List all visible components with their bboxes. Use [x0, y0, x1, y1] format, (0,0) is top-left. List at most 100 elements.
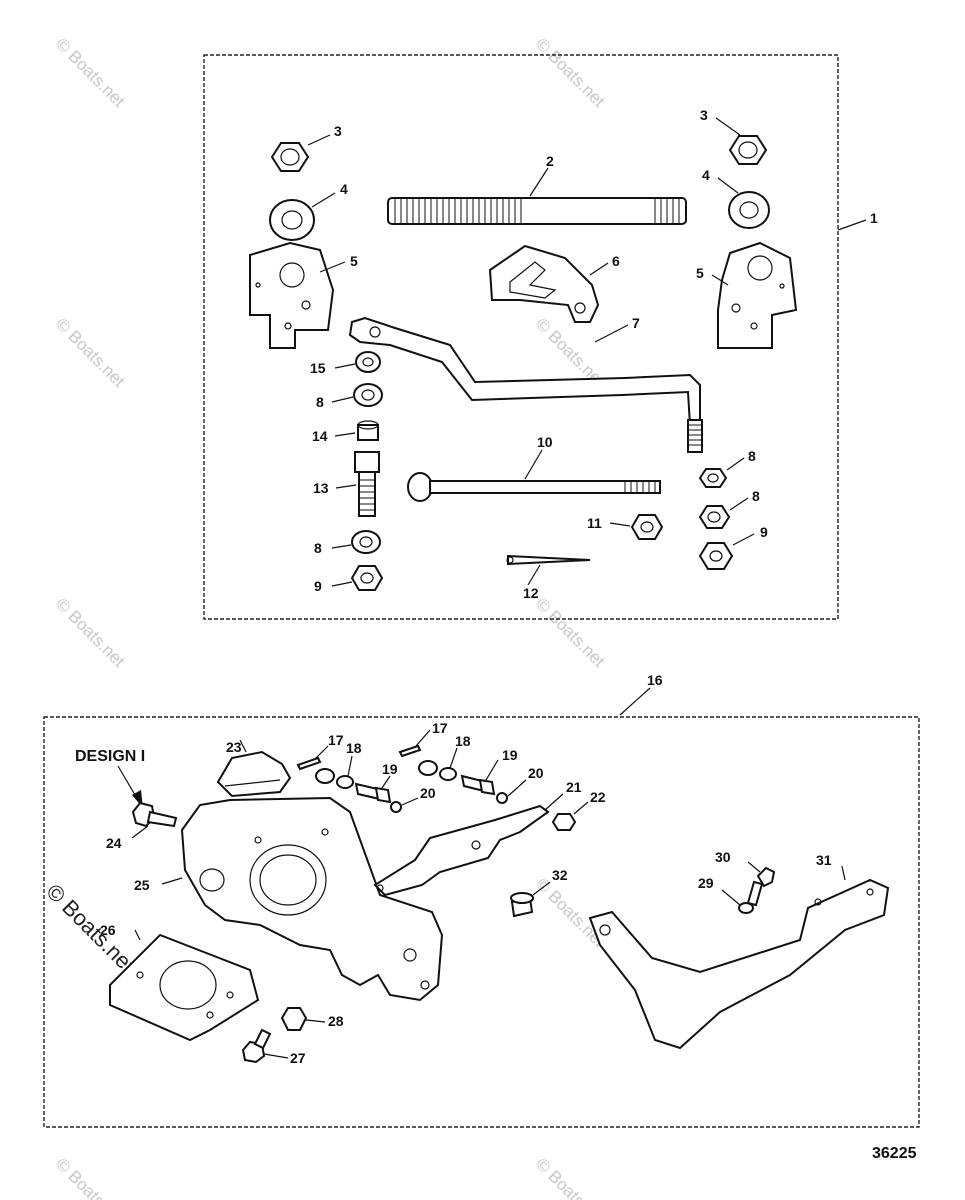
callout-2: 2 [546, 153, 554, 169]
screw-30 [746, 866, 776, 907]
callout-30: 30 [715, 849, 731, 865]
callout-27: 27 [290, 1050, 306, 1066]
callout-17-a: 17 [328, 732, 344, 748]
watermark-text: © Boats.net [532, 34, 609, 111]
watermark-text: © Boats.net [532, 594, 609, 671]
callout-9-right: 9 [760, 524, 768, 540]
hex-nut-right [728, 135, 768, 165]
leader-16 [619, 687, 651, 716]
leader-28 [305, 1019, 326, 1023]
upper-kit-frame [203, 54, 839, 620]
plug-32 [510, 892, 534, 918]
leader-10 [524, 449, 543, 480]
watermark-text: © Boats.net [532, 1154, 609, 1200]
bolt-13 [354, 451, 380, 517]
washer-8-a [353, 383, 383, 407]
leader-5-left [319, 261, 346, 273]
washer-left [269, 199, 315, 241]
callout-1: 1 [870, 210, 878, 226]
washer-8-c [698, 468, 728, 488]
callout-9-left: 9 [314, 578, 322, 594]
leader-32 [532, 881, 551, 896]
callout-13: 13 [313, 480, 329, 496]
leader-4-left [311, 192, 336, 208]
callout-8-d: 8 [752, 488, 760, 504]
leader-3-right [715, 117, 741, 136]
callout-20-a: 20 [420, 785, 436, 801]
callout-15: 15 [310, 360, 326, 376]
washer-29 [738, 902, 754, 914]
support-arm-31 [588, 878, 890, 1050]
leader-29 [721, 889, 741, 906]
callout-10: 10 [537, 434, 553, 450]
nut-20-a [390, 801, 402, 813]
nut-11 [630, 514, 664, 540]
callout-31: 31 [816, 852, 832, 868]
leader-21 [544, 793, 564, 811]
callout-3-left: 3 [334, 123, 342, 139]
design-label: DESIGN I [75, 748, 145, 765]
leader-8-a [331, 396, 354, 403]
screw-17-a [296, 756, 322, 771]
spacer-15 [355, 351, 381, 373]
leader-9-left [331, 581, 353, 587]
lower-kit-frame [43, 716, 920, 1128]
callout-28: 28 [328, 1013, 344, 1029]
callout-3-right: 3 [700, 107, 708, 123]
bolt-27 [241, 1028, 272, 1064]
leader-31 [841, 865, 846, 881]
long-bolt-10 [407, 472, 661, 502]
nut-22 [551, 813, 577, 831]
callout-4-left: 4 [340, 181, 348, 197]
leader-11 [609, 522, 631, 527]
cotter-pin-12 [506, 554, 591, 566]
leader-17-a [315, 745, 329, 759]
callout-18-b: 18 [455, 733, 471, 749]
watermark-text-dark: © Boats.net [41, 879, 140, 978]
leader-5-right [711, 274, 729, 286]
bracket-right [717, 241, 798, 349]
screw-17-b [398, 744, 422, 758]
leader-17-b [415, 729, 431, 747]
callout-6: 6 [612, 253, 620, 269]
grommet-28 [280, 1007, 308, 1031]
leader-15 [334, 363, 356, 369]
bushing-14 [357, 420, 379, 441]
leader-3-left [307, 134, 331, 146]
nut-20-b [496, 792, 508, 804]
callout-19-a: 19 [382, 761, 398, 777]
leader-8-c [726, 457, 745, 471]
leader-30 [747, 861, 761, 873]
callout-26: 26 [100, 922, 116, 938]
leader-9-right [732, 533, 755, 546]
callout-20-b: 20 [528, 765, 544, 781]
callout-5-right: 5 [696, 265, 704, 281]
watermark-text: © Boats.net [52, 34, 129, 111]
stud-19-b [460, 774, 496, 796]
callout-11: 11 [587, 515, 602, 531]
callout-25: 25 [134, 877, 150, 893]
leader-19-b [485, 759, 499, 781]
leader-19-a [381, 775, 391, 789]
washer-18-b [418, 760, 457, 781]
main-bracket-25 [180, 796, 444, 1002]
leader-8-b [331, 544, 352, 549]
leader-25 [161, 877, 183, 885]
leader-7 [594, 324, 629, 343]
leader-4-right [717, 177, 739, 194]
gasket-26 [109, 933, 260, 1042]
callout-22: 22 [590, 789, 606, 805]
leader-12 [527, 564, 541, 586]
stud-19-a [354, 782, 392, 804]
bracket-left [249, 241, 335, 349]
callout-24: 24 [106, 835, 122, 851]
figure-number: 36225 [872, 1145, 917, 1162]
leader-2 [529, 167, 549, 197]
callout-32: 32 [552, 867, 568, 883]
leader-22 [573, 801, 589, 815]
locknut-9-right [698, 542, 734, 570]
callout-21: 21 [566, 779, 582, 795]
callout-12: 12 [523, 585, 539, 601]
bolt-24 [131, 801, 178, 828]
